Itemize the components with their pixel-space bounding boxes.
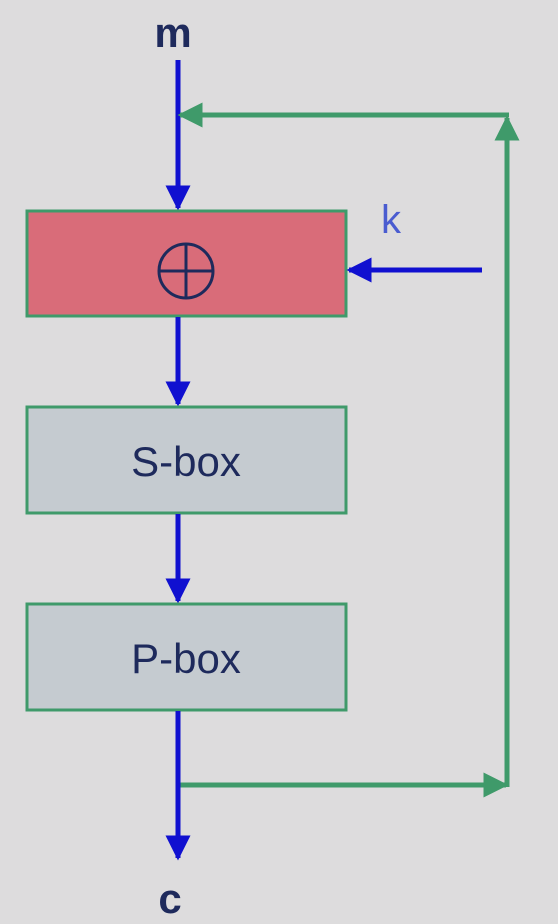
output-label-c: c xyxy=(158,875,181,922)
xor-icon xyxy=(157,242,215,300)
key-label-k: k xyxy=(381,198,402,242)
sbox-label: S-box xyxy=(131,438,241,485)
pbox-box xyxy=(25,602,348,712)
pbox-label: P-box xyxy=(131,635,241,682)
sbox-box xyxy=(25,405,348,515)
input-label-m: m xyxy=(154,9,191,56)
